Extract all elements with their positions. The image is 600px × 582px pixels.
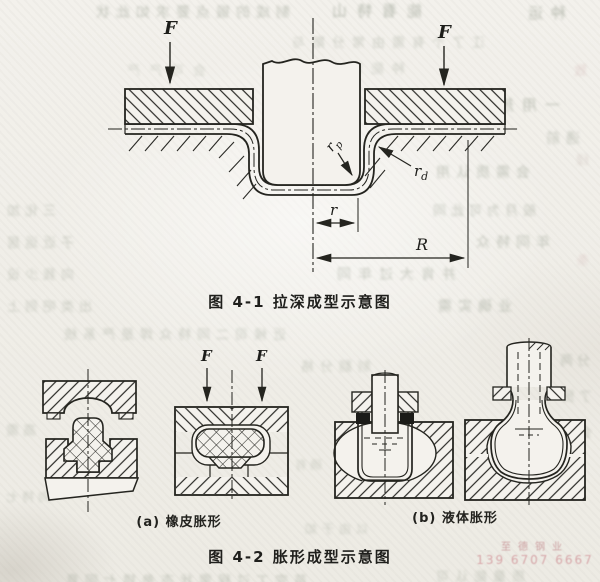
seal-left (356, 413, 370, 424)
sub-caption-liquid-bulging: (b) 液体胀形 (412, 511, 498, 526)
force-label-left: F (200, 347, 213, 365)
clamp-ring-left (492, 386, 512, 401)
figure-4-2-bulging-diagram: F F (42, 338, 586, 512)
gland-plate-left (351, 391, 373, 413)
die-ground-hatching (128, 135, 495, 200)
die-radius-label: rd (414, 162, 428, 183)
rubber-bulging-open-die (42, 369, 140, 512)
sub-caption-rubber-bulging: (a) 橡皮胀形 (136, 515, 222, 530)
dimension-r-label: r (330, 201, 338, 219)
die-radius-leader: rd (377, 146, 428, 183)
base-plate (44, 477, 140, 501)
red-watermark: 至德钢业 139 6707 6667 (474, 538, 596, 567)
figure-4-1-caption: 图 4-1 拉深成型示意图 (208, 293, 392, 311)
upper-die-lip-left (46, 412, 61, 420)
seal-right (400, 413, 414, 424)
rubber-foot (207, 456, 253, 469)
sheet-outer-surface (125, 133, 505, 196)
dimension-R: R (315, 235, 466, 263)
watermark-company: 至德钢业 (501, 542, 569, 553)
watermark-phone: 139 6707 6667 (476, 553, 594, 567)
figure-4-1-deep-drawing-diagram: r R rp rd F F (108, 18, 518, 272)
upper-die-lip-right (118, 412, 134, 420)
dimension-R-label: R (415, 235, 428, 254)
dimension-extension-lines (357, 140, 469, 268)
blank-holder-blocks (124, 88, 506, 125)
rubber-barrel (195, 428, 265, 458)
upper-die-block (42, 380, 137, 414)
blank-holder-right (364, 88, 506, 125)
force-label-right: F (255, 347, 268, 365)
dimension-r: r (315, 201, 356, 228)
liquid-bulging-start (333, 370, 454, 505)
die-split-line-left (466, 454, 488, 457)
blank-holder-left (124, 88, 254, 125)
lower-die-hatch-right (232, 477, 288, 494)
centerlines (108, 18, 518, 272)
liquid-bulging-finished (464, 338, 586, 505)
clamp-ring-right (546, 386, 566, 401)
force-label-left: F (163, 18, 178, 39)
rubber-bulging-closed-die: F F (174, 347, 289, 502)
punch (262, 58, 361, 186)
lower-die-hatch-left (176, 477, 232, 494)
figure-4-2-caption: 图 4-2 胀形成型示意图 (208, 548, 392, 566)
force-arrows: F F (163, 18, 452, 87)
tube-head-section-ticks (528, 341, 551, 351)
gland-plate-right (397, 391, 419, 413)
force-label-right: F (437, 22, 452, 43)
closed-die-outline (174, 406, 289, 496)
die-split-line-right (562, 454, 584, 457)
